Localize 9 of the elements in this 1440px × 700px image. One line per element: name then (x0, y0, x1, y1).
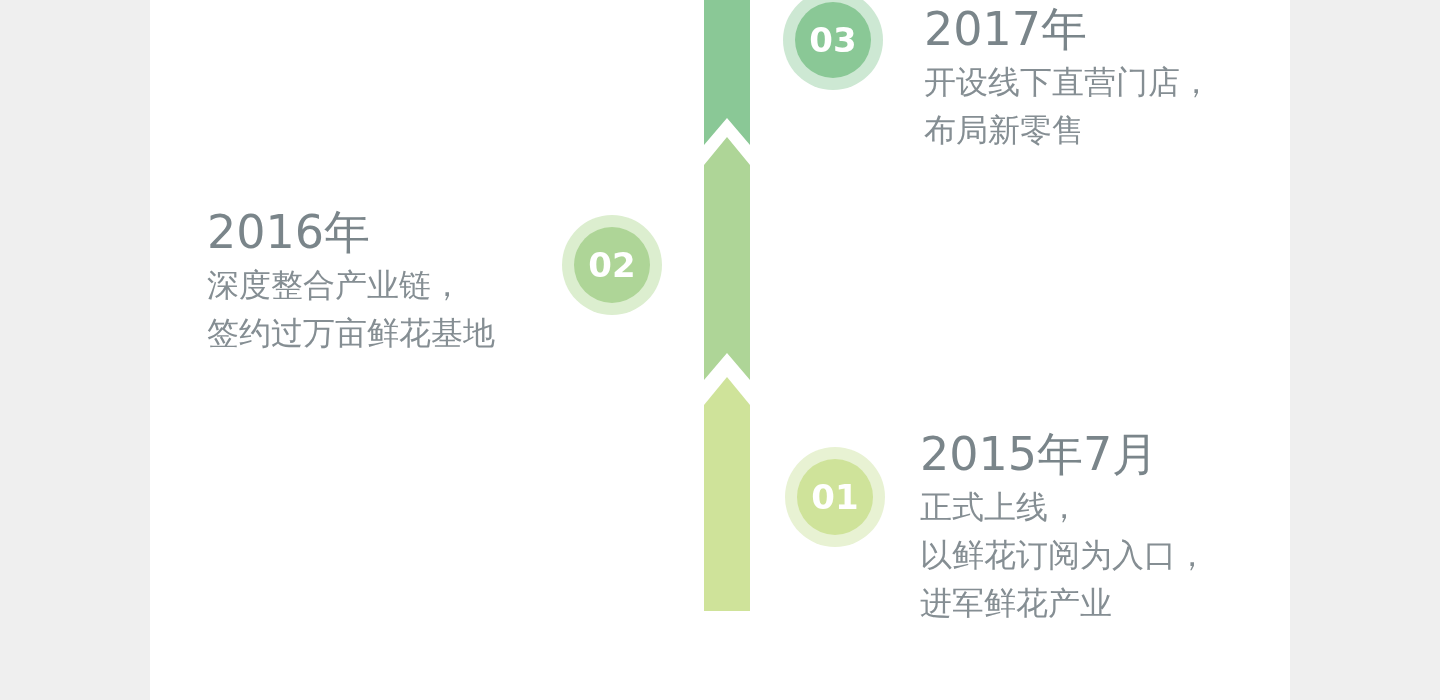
year-heading: 2017年 (924, 1, 1089, 58)
step-number: 03 (809, 23, 857, 57)
milestone-description: 开设线下直营门店，布局新零售 (924, 62, 1213, 151)
year-heading: 2015年7月 (920, 426, 1160, 483)
milestone-description: 正式上线，以鲜花订阅为入口，进军鲜花产业 (920, 487, 1209, 624)
milestone-description: 深度整合产业链，签约过万亩鲜花基地 (207, 265, 496, 354)
year-heading: 2016年 (207, 204, 372, 261)
step-number: 01 (811, 480, 859, 514)
step-number: 02 (588, 248, 636, 282)
